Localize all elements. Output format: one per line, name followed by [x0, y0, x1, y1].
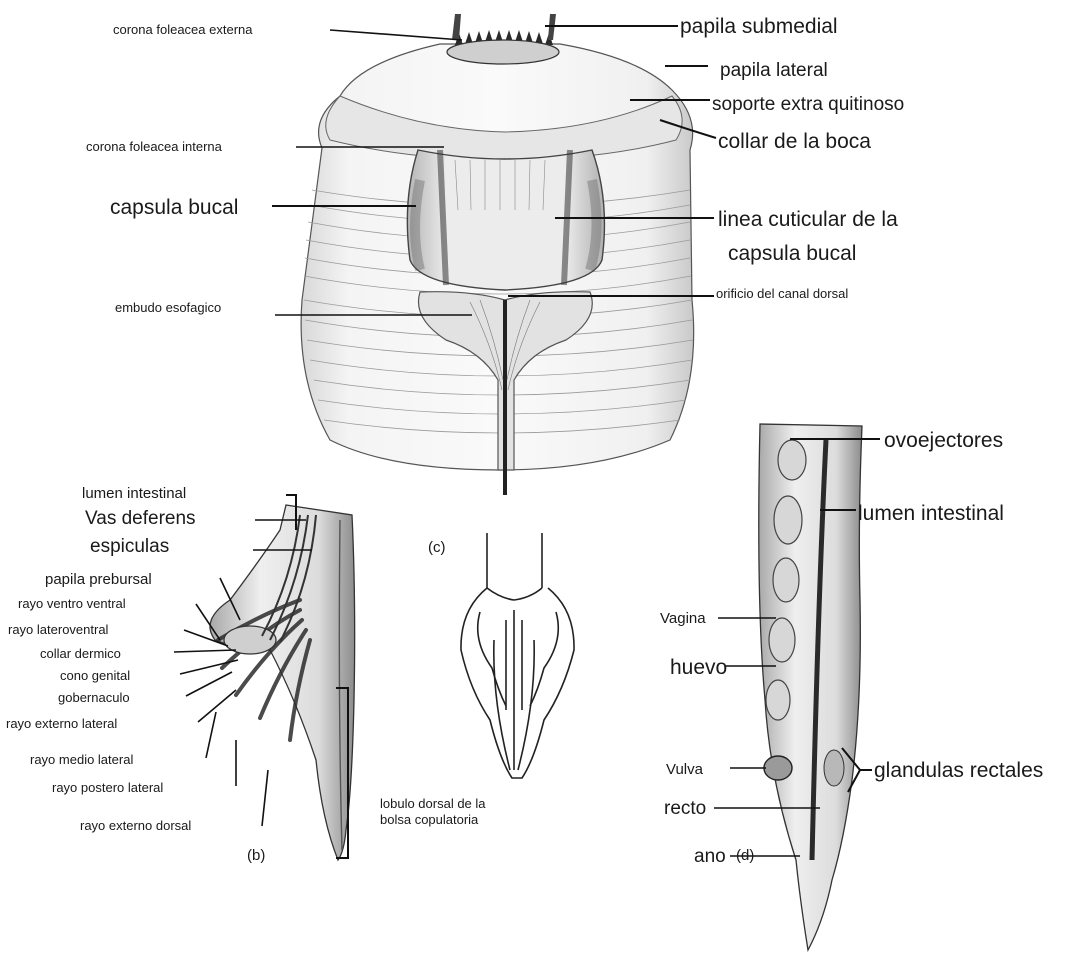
label-embudo-esofagico: embudo esofagico [115, 300, 221, 315]
label-huevo: huevo [670, 656, 727, 679]
label-corona-interna: corona foleacea interna [86, 139, 223, 154]
label-linea-cuticular-2: capsula bucal [728, 242, 856, 265]
label-espiculas: espiculas [90, 536, 169, 557]
label-gobernaculo: gobernaculo [58, 690, 130, 705]
label-lobulo-dorsal-1: lobulo dorsal de la [380, 796, 486, 811]
label-rayo-lateroventral: rayo lateroventral [8, 622, 109, 637]
label-papila-prebursal: papila prebursal [45, 571, 152, 588]
male-tail-illustration [210, 505, 355, 860]
label-ano: ano [694, 846, 726, 867]
panel-label-c: (c) [428, 539, 446, 556]
label-lumen-intestinal-female: lumen intestinal [858, 502, 1004, 525]
label-papila-submedial: papila submedial [680, 15, 838, 38]
label-rayo-externo-lateral: rayo externo lateral [6, 716, 117, 731]
label-vulva: Vulva [666, 761, 704, 778]
label-ovoejectores: ovoejectores [884, 429, 1003, 452]
male-body [210, 505, 355, 860]
label-soporte-quitinoso: soporte extra quitinoso [712, 94, 904, 115]
label-rayo-medio-lateral: rayo medio lateral [30, 752, 133, 767]
label-glandulas-rectales: glandulas rectales [874, 759, 1043, 782]
label-corona-externa: corona foleacea externa [113, 22, 253, 37]
label-lobulo-dorsal-2: bolsa copulatoria [380, 812, 479, 827]
panel-label-b: (b) [247, 847, 265, 864]
anterior-end-illustration [301, 14, 694, 495]
female-tail-illustration [759, 424, 862, 950]
panel-label-d: (d) [736, 847, 754, 864]
label-recto: recto [664, 798, 706, 819]
label-collar-dermico: collar dermico [40, 646, 121, 661]
label-vagina: Vagina [660, 610, 706, 627]
label-papila-lateral: papila lateral [720, 60, 828, 81]
bursa-outline-drawing [461, 533, 574, 778]
label-linea-cuticular-1: linea cuticular de la [718, 208, 898, 231]
label-cono-genital: cono genital [60, 668, 130, 683]
label-rayo-ventro-ventral: rayo ventro ventral [18, 596, 126, 611]
label-rayo-postero-lateral: rayo postero lateral [52, 780, 163, 795]
label-collar-boca: collar de la boca [718, 130, 871, 153]
label-capsula-bucal: capsula bucal [110, 196, 238, 219]
label-lumen-intestinal-male: lumen intestinal [82, 485, 186, 502]
label-orificio-canal: orificio del canal dorsal [716, 286, 848, 301]
buccal-capsule [407, 150, 604, 290]
label-vas-deferens: Vas deferens [85, 508, 196, 529]
label-rayo-externo-dorsal: rayo externo dorsal [80, 818, 191, 833]
